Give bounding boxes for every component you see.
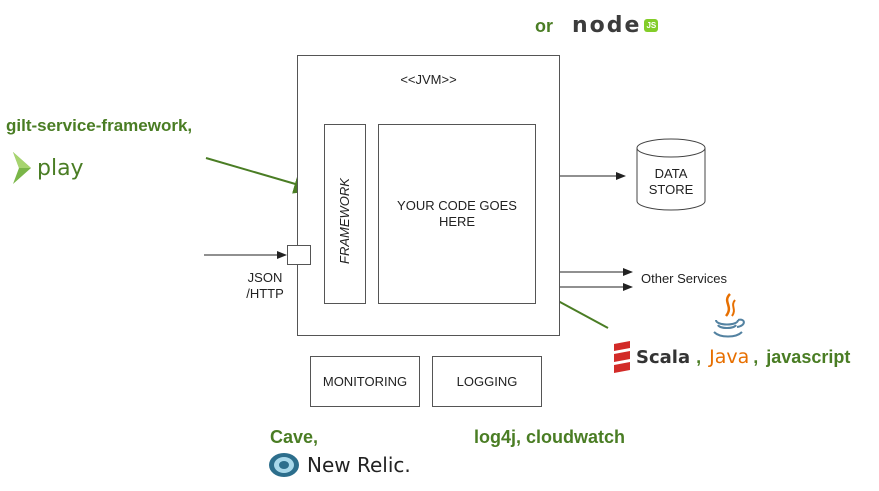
datastore-line2: STORE <box>648 182 694 197</box>
your-code-label: YOUR CODE GOES HERE <box>378 198 536 230</box>
logging-tools-label: log4j, cloudwatch <box>474 427 626 447</box>
nodejs-logo: node JS <box>572 11 659 39</box>
logging-box <box>432 356 542 407</box>
your-code-box <box>378 124 536 304</box>
other-services-label: Other Services <box>641 271 727 286</box>
logging-label: LOGGING <box>456 374 518 389</box>
play-logo-text: play <box>37 155 84 181</box>
your-code-line1: YOUR CODE GOES <box>397 198 517 213</box>
separator-2: , <box>753 346 759 367</box>
datastore-cylinder <box>636 138 706 211</box>
gilt-service-framework-label: gilt-service-framework, <box>6 116 193 135</box>
nodejs-badge: JS <box>644 18 659 32</box>
json-http-line2: /HTTP <box>246 286 284 301</box>
scala-icon <box>614 341 630 373</box>
newrelic-eye-icon <box>269 453 299 477</box>
newrelic-logo: New Relic . <box>268 450 411 480</box>
javascript-label: javascript <box>766 346 851 367</box>
newrelic-text: New Relic <box>307 453 405 477</box>
newrelic-mark: . <box>404 453 411 477</box>
monitoring-box <box>310 356 420 407</box>
nodejs-logo-text: node <box>572 12 642 38</box>
your-code-line2: HERE <box>438 214 476 229</box>
or-label: or <box>535 16 553 36</box>
framework-label: FRAMEWORK <box>337 178 352 264</box>
play-chevron-icon <box>13 152 31 184</box>
jvm-title: <<JVM>> <box>400 72 457 87</box>
monitoring-label: MONITORING <box>322 374 408 389</box>
datastore-label: DATA STORE <box>637 166 705 198</box>
json-http-label: JSON /HTTP <box>240 270 290 302</box>
play-logo: play <box>11 150 84 186</box>
scala-label: Scala <box>636 346 691 368</box>
json-http-line1: JSON <box>247 270 283 285</box>
separator-1: , <box>696 346 702 367</box>
http-port <box>287 245 311 265</box>
java-cup-icon <box>713 293 745 338</box>
framework-box <box>324 124 366 304</box>
datastore-line1: DATA <box>654 166 688 181</box>
java-label: Java <box>709 346 750 368</box>
languages-row: Scala , Java , javascript <box>612 340 850 374</box>
monitoring-tools-label: Cave, <box>270 427 319 447</box>
